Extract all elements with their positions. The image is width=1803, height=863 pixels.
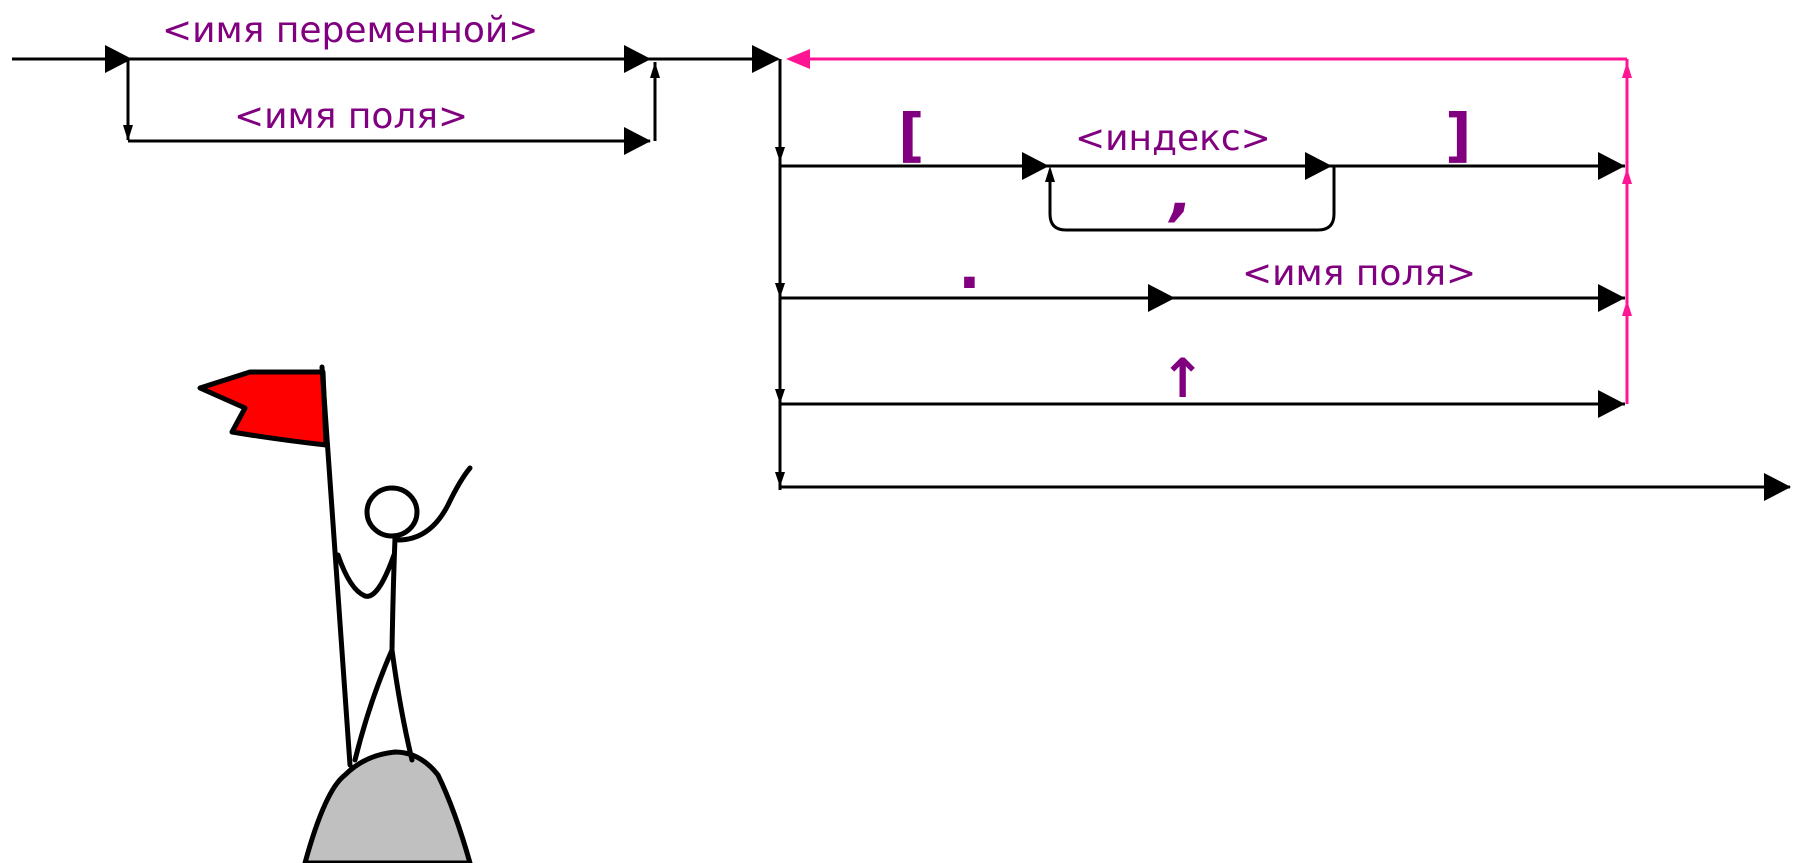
- index-label: <индекс>: [1075, 118, 1271, 159]
- entry-arrowhead: [105, 45, 132, 73]
- junction-arrowhead: [752, 45, 780, 73]
- stick-figure-icon: [319, 364, 473, 768]
- return-up-arrow-3: [1622, 300, 1632, 316]
- trunk-arrow-4: [775, 472, 785, 487]
- return-up-arrow-1: [1622, 62, 1632, 78]
- exit-arrowhead: [1764, 473, 1791, 501]
- pointer-branch-end-arrowhead: [1598, 390, 1625, 418]
- index-exit-arrowhead: [1305, 152, 1332, 180]
- field-name-dot-label: <имя поля>: [1242, 253, 1476, 294]
- comma-loop-path: [1048, 166, 1336, 232]
- trunk-arrow-3: [775, 389, 785, 404]
- dot-branch-end-arrowhead: [1598, 284, 1625, 312]
- variable-name-arrowhead: [624, 45, 651, 73]
- field-name-top-label: <имя поля>: [234, 96, 468, 137]
- comma-loop-arrowhead: [1045, 166, 1055, 182]
- dot-mid-arrowhead: [1148, 284, 1175, 312]
- red-flag-icon: [197, 369, 329, 448]
- variable-name-label: <имя переменной>: [162, 10, 538, 51]
- return-up-arrow-2: [1622, 168, 1632, 184]
- mountain-peak-icon: [302, 749, 473, 863]
- open-bracket-label: [: [898, 101, 925, 169]
- comma-label: ,: [1167, 159, 1193, 229]
- rise-arrowhead: [650, 62, 660, 78]
- illustration: [197, 364, 473, 863]
- selector-loop: [775, 59, 1791, 501]
- trunk-arrow-1: [775, 147, 785, 162]
- start-branch: [12, 45, 780, 155]
- pointer-label: ↑: [1160, 347, 1205, 410]
- close-bracket-label: ]: [1445, 101, 1472, 169]
- field-name-arrowhead: [624, 127, 651, 155]
- trunk-arrow-2: [775, 283, 785, 298]
- index-branch-end-arrowhead: [1598, 152, 1625, 180]
- index-entry-arrowhead: [1022, 152, 1049, 180]
- drop-arrowhead: [123, 125, 133, 141]
- return-loop: [786, 49, 1632, 404]
- dot-label: .: [958, 233, 981, 303]
- return-arrowhead: [786, 49, 810, 69]
